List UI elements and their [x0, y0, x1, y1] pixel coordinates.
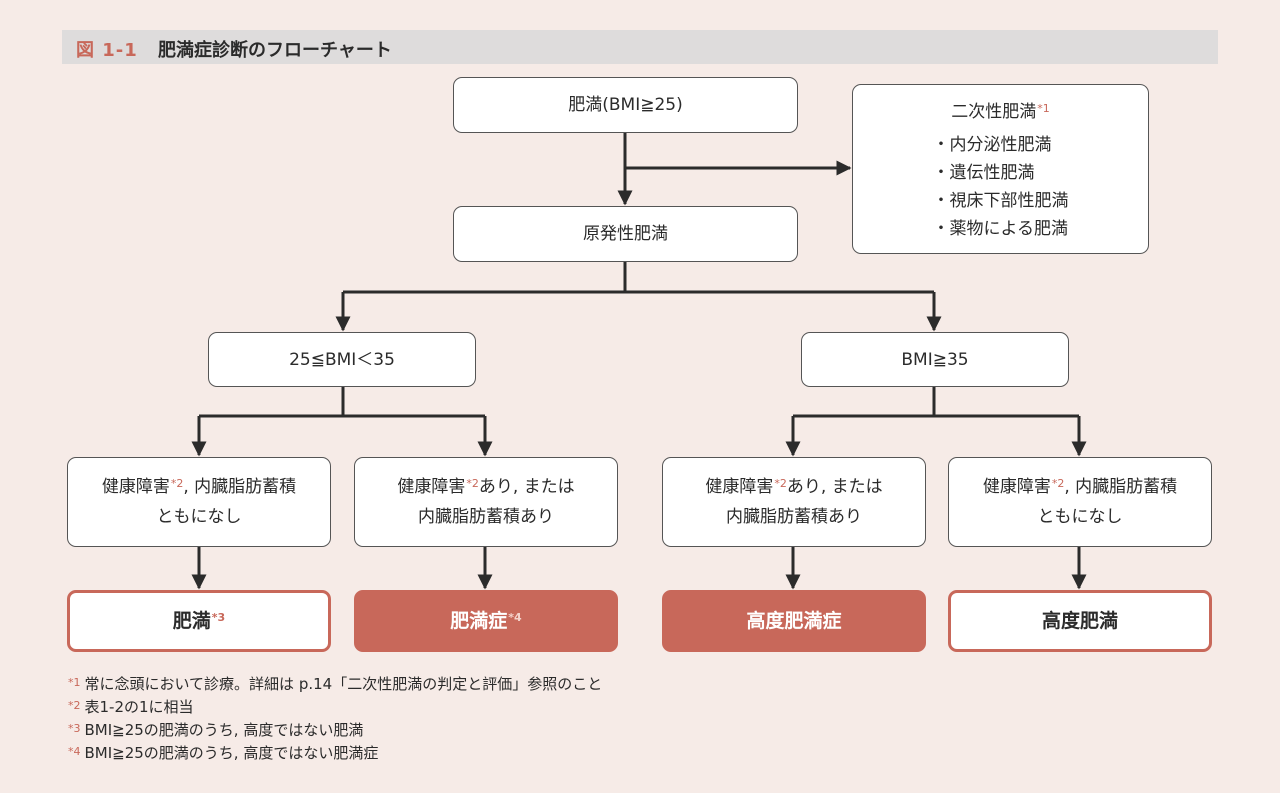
footnote-mark: *4: [68, 745, 81, 758]
result-obesity-disease: 肥満症*4: [354, 590, 618, 652]
node-bmi-25-35: 25≦BMI＜35: [208, 332, 476, 387]
condition-text: 健康障害: [397, 477, 466, 497]
condition-text: 健康障害: [982, 477, 1051, 497]
condition-line2: ともになし: [156, 507, 242, 527]
node-secondary-obesity-label: 二次性肥満: [951, 102, 1037, 122]
footnote-mark: *3: [68, 722, 81, 735]
footnote-text: BMI≧25の肥満のうち, 高度ではない肥満症: [84, 744, 379, 762]
footnote-ref-2: *2: [466, 477, 479, 490]
condition-line1: 健康障害*2あり, または: [397, 472, 574, 502]
figure-title-bar: 図 1-1 肥満症診断のフローチャート: [62, 30, 1218, 64]
condition-text: , 内臓脂肪蓄積: [183, 477, 297, 497]
footnote-ref-3: *3: [211, 611, 226, 624]
secondary-item-genetic: 遺伝性肥満: [933, 159, 1069, 187]
footnote-text: 表1-2の1に相当: [84, 698, 194, 716]
result-severe-obesity-disease: 高度肥満症: [662, 590, 926, 652]
node-obesity-bmi25-label: 肥満(BMI≧25): [568, 95, 683, 115]
footnote-ref-2: *2: [170, 477, 184, 490]
node-primary-obesity: 原発性肥満: [453, 206, 798, 262]
footnote-ref-4: *4: [508, 611, 522, 624]
condition-text: , 内臓脂肪蓄積: [1064, 477, 1178, 497]
footnote-ref-2: *2: [1051, 477, 1065, 490]
footnote-ref-2: *2: [774, 477, 787, 490]
node-condition-none-high: 健康障害*2, 内臓脂肪蓄積 ともになし: [948, 457, 1212, 547]
condition-line1: 健康障害*2, 内臓脂肪蓄積: [983, 472, 1177, 502]
result-obesity-label: 肥満: [172, 610, 211, 632]
node-condition-present-mid: 健康障害*2あり, または 内臓脂肪蓄積あり: [354, 457, 618, 547]
result-severe-obesity-disease-label: 高度肥満症: [746, 610, 842, 632]
condition-line2: 内臓脂肪蓄積あり: [418, 507, 554, 527]
secondary-item-drug: 薬物による肥満: [933, 215, 1069, 243]
condition-line1: 健康障害*2あり, または: [705, 472, 882, 502]
node-condition-present-high: 健康障害*2あり, または 内臓脂肪蓄積あり: [662, 457, 926, 547]
footnote-mark: *2: [68, 699, 81, 712]
node-bmi-35: BMI≧35: [801, 332, 1069, 387]
condition-text: 健康障害: [101, 477, 170, 497]
footnote-text: 常に念頭において診療。詳細は p.14「二次性肥満の判定と評価」参照のこと: [84, 675, 603, 693]
result-obesity-disease-label: 肥満症: [450, 610, 508, 632]
secondary-obesity-list: 内分泌性肥満 遺伝性肥満 視床下部性肥満 薬物による肥満: [933, 131, 1069, 243]
figure-title: 肥満症診断のフローチャート: [158, 40, 392, 61]
figure-number: 図 1-1: [76, 40, 138, 61]
node-secondary-obesity-title: 二次性肥満*1: [951, 97, 1050, 127]
node-secondary-obesity: 二次性肥満*1 内分泌性肥満 遺伝性肥満 視床下部性肥満 薬物による肥満: [852, 84, 1149, 254]
node-primary-obesity-label: 原発性肥満: [583, 224, 668, 244]
condition-text: あり, または: [478, 477, 575, 497]
result-obesity-disease-title: 肥満症*4: [450, 606, 521, 636]
result-severe-obesity-label: 高度肥満: [1041, 610, 1118, 632]
node-bmi-35-label: BMI≧35: [901, 349, 969, 370]
condition-line1: 健康障害*2, 内臓脂肪蓄積: [102, 472, 296, 502]
result-obesity: 肥満*3: [67, 590, 331, 652]
node-obesity-bmi25: 肥満(BMI≧25): [453, 77, 798, 133]
node-bmi-25-35-label: 25≦BMI＜35: [289, 349, 395, 370]
result-severe-obesity: 高度肥満: [948, 590, 1212, 652]
node-condition-none-mid: 健康障害*2, 内臓脂肪蓄積 ともになし: [67, 457, 331, 547]
secondary-item-endocrine: 内分泌性肥満: [933, 131, 1069, 159]
footnote-mark: *1: [68, 676, 81, 689]
condition-text: 健康障害: [705, 477, 774, 497]
footnote-text: BMI≧25の肥満のうち, 高度ではない肥満: [84, 721, 364, 739]
condition-text: あり, または: [786, 477, 883, 497]
secondary-item-hypothalamic: 視床下部性肥満: [933, 187, 1069, 215]
result-obesity-title: 肥満*3: [173, 606, 225, 636]
condition-line2: ともになし: [1037, 507, 1123, 527]
condition-line2: 内臓脂肪蓄積あり: [726, 507, 862, 527]
footnote-ref-1: *1: [1037, 102, 1050, 115]
